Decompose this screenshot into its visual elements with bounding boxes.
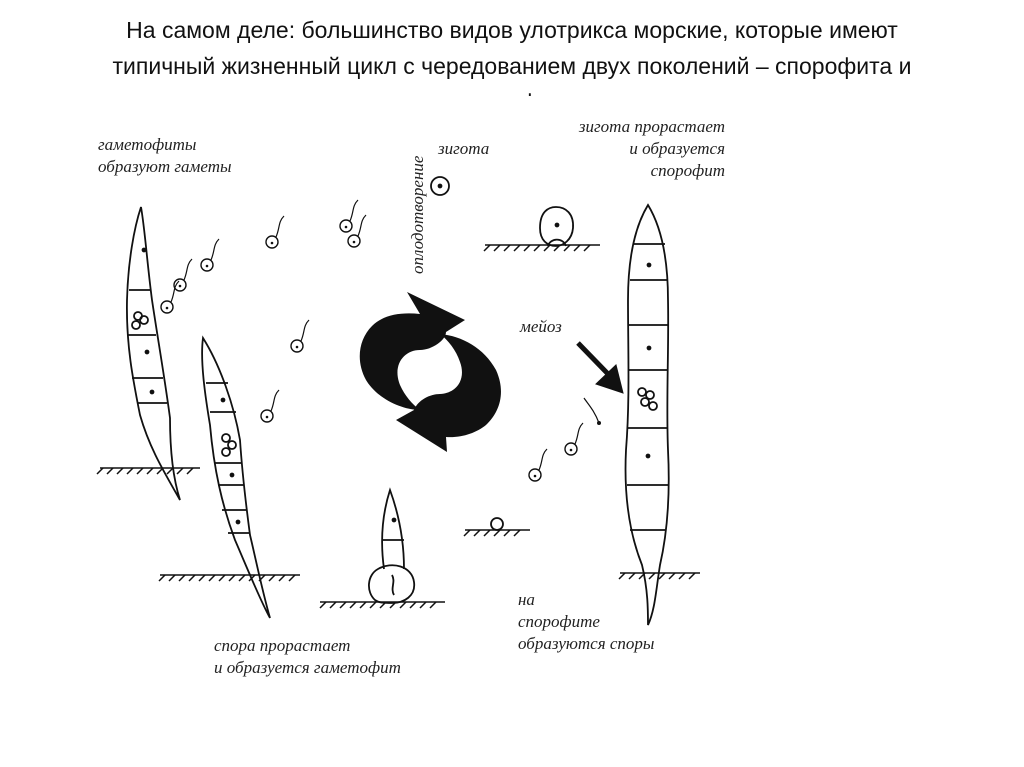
meiosis-label: мейоз (520, 317, 562, 336)
sporophyte-spores-label: на спорофите образуются споры (518, 590, 655, 653)
fertilization-label: оплодотворение (408, 155, 427, 274)
gametophyte-filament-1 (126, 206, 181, 501)
cycle-arrows-icon (359, 292, 501, 452)
gametophyte-filament-2 (201, 335, 271, 619)
spore-on-ground (490, 517, 504, 531)
meiosis-arrow (576, 341, 624, 394)
slide-title: На самом деле: большинство видов улотрик… (30, 12, 994, 96)
title-line-3: гаметофита (30, 84, 994, 96)
gametophytes-label: гаметофиты образуют гаметы (98, 135, 232, 176)
zoospores (528, 397, 601, 482)
zygote (430, 176, 450, 196)
zygote-germinates-label: зигота прорастает и образуется спорофит (578, 117, 725, 180)
zygote-label: зигота (438, 139, 490, 158)
gametes (160, 199, 367, 423)
title-line-2: типичный жизненный цикл с чередованием д… (112, 53, 912, 79)
sporophyte-filament (624, 203, 670, 626)
germinating-spore (368, 487, 416, 604)
spore-germinates-label: спора прорастает и образуется гаметофит (214, 636, 401, 677)
germinating-zygote (539, 206, 574, 247)
title-line-1: На самом деле: большинство видов улотрик… (126, 17, 898, 43)
ground-lines (96, 244, 700, 609)
